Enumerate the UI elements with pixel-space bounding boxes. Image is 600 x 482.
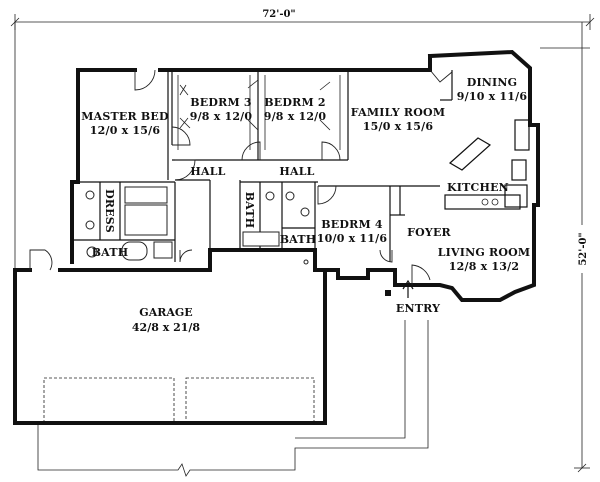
foyer-name: FOYER <box>407 226 451 239</box>
garage-door-right <box>185 377 315 424</box>
master-bed-door <box>134 69 156 91</box>
master-bed-size: 12/0 x 15/6 <box>90 124 161 137</box>
bedroom-3-name: BEDRM 3 <box>190 96 251 109</box>
bath-2-name: BATH <box>243 192 256 229</box>
garage-door-left <box>43 377 175 424</box>
kitchen-name: KITCHEN <box>447 181 509 194</box>
bedroom-2-name: BEDRM 2 <box>264 96 325 109</box>
overall-width-label: 72'-0" <box>262 9 295 20</box>
interior-walls <box>72 70 453 262</box>
dining-name: DINING <box>467 76 518 89</box>
overall-depth-label: 52'-0" <box>578 232 589 265</box>
dining-size: 9/10 x 11/6 <box>457 90 528 103</box>
hall-1-name: HALL <box>190 165 225 178</box>
bedroom-4-size: 10/0 x 11/6 <box>317 232 388 245</box>
doors <box>29 69 453 285</box>
bedroom-2-size: 9/8 x 12/0 <box>264 110 327 123</box>
garage-name: GARAGE <box>139 306 192 319</box>
bedroom-4-name: BEDRM 4 <box>321 218 383 231</box>
family-room-size: 15/0 x 15/6 <box>363 120 434 133</box>
entry-name: ENTRY <box>396 302 440 315</box>
fixtures <box>85 186 310 265</box>
driveway <box>37 320 429 477</box>
living-room-name: LIVING ROOM <box>438 246 531 259</box>
master-bath-name: BATH <box>92 246 129 259</box>
width-dim-bg <box>248 6 310 20</box>
kitchen-fixtures <box>444 119 530 210</box>
garage-size: 42/8 x 21/8 <box>132 321 201 334</box>
dress-name: DRESS <box>103 189 116 233</box>
family-room-name: FAMILY ROOM <box>351 106 445 119</box>
hall-2-name: HALL <box>279 165 314 178</box>
bath-3-name: BATH <box>280 233 317 246</box>
master-bed-name: MASTER BED <box>81 110 169 123</box>
bedroom-3-size: 9/8 x 12/0 <box>190 110 253 123</box>
depth-dim-bg <box>573 225 591 273</box>
living-room-size: 12/8 x 13/2 <box>449 260 519 273</box>
entry-arrow <box>385 279 414 298</box>
closet-marks <box>177 75 341 150</box>
garage-service-door <box>29 249 53 271</box>
exterior-walls <box>13 49 540 425</box>
